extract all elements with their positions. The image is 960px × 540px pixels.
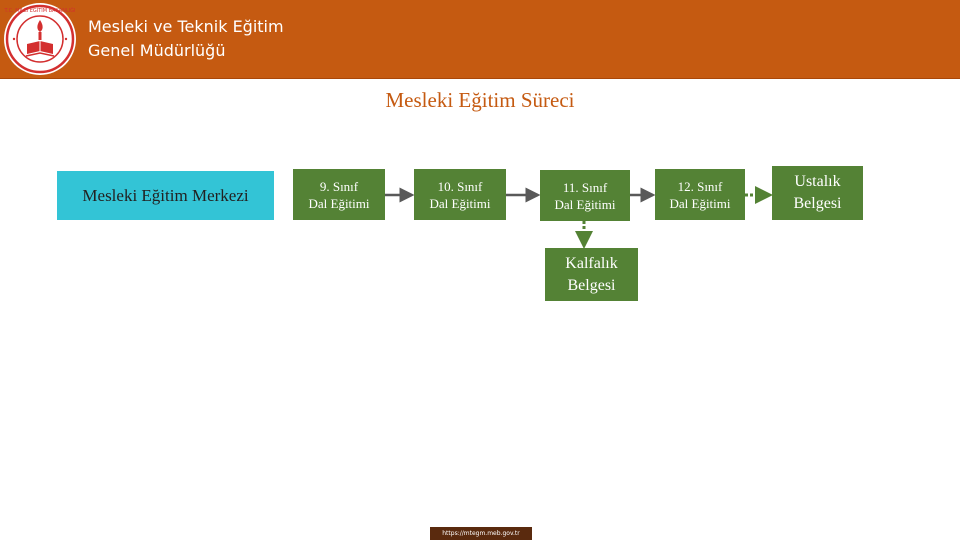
ustalik-line1: Ustalık bbox=[794, 173, 841, 190]
diagram-title: Mesleki Eğitim Süreci bbox=[385, 88, 575, 112]
grade-box-10: 10. Sınıf Dal Eğitimi bbox=[414, 169, 506, 220]
kalfalik-line1: Kalfalık bbox=[565, 254, 618, 272]
org-name-line2: Genel Müdürlüğü bbox=[88, 41, 226, 60]
grade-10-line1: 10. Sınıf bbox=[437, 178, 483, 194]
grade-12-line1: 12. Sınıf bbox=[677, 178, 723, 194]
logo-lettering: T.C. MİLLÎ EĞİTİM BAKANLIĞI bbox=[4, 7, 76, 14]
grade-box-12: 12. Sınıf Dal Eğitimi bbox=[655, 169, 745, 220]
grade-12-line2: Dal Eğitimi bbox=[669, 195, 731, 211]
ustalik-line2: Belgesi bbox=[793, 195, 842, 212]
grade-11-line1: 11. Sınıf bbox=[562, 179, 608, 195]
grade-9-line1: 9. Sınıf bbox=[319, 178, 359, 194]
kalfalik-line2: Belgesi bbox=[567, 276, 616, 294]
header-bar: T.C. MİLLÎ EĞİTİM BAKANLIĞI Mesleki ve T… bbox=[0, 0, 960, 79]
ustalik-belgesi-box: Ustalık Belgesi bbox=[772, 166, 863, 220]
org-name-line1: Mesleki ve Teknik Eğitim bbox=[88, 17, 284, 36]
ministry-logo: T.C. MİLLÎ EĞİTİM BAKANLIĞI bbox=[4, 3, 76, 75]
kalfalik-belgesi-box: Kalfalık Belgesi bbox=[545, 248, 638, 301]
center-box-mesleki-egitim-merkezi: Mesleki Eğitim Merkezi bbox=[57, 171, 274, 220]
center-box-label: Mesleki Eğitim Merkezi bbox=[82, 185, 249, 205]
grade-10-line2: Dal Eğitimi bbox=[429, 195, 491, 211]
grade-box-11: 11. Sınıf Dal Eğitimi bbox=[540, 170, 630, 221]
footer-url-link[interactable]: https://mtegm.meb.gov.tr bbox=[430, 527, 532, 540]
grade-11-line2: Dal Eğitimi bbox=[554, 196, 616, 212]
grade-box-9: 9. Sınıf Dal Eğitimi bbox=[293, 169, 385, 220]
grade-9-line2: Dal Eğitimi bbox=[308, 195, 370, 211]
